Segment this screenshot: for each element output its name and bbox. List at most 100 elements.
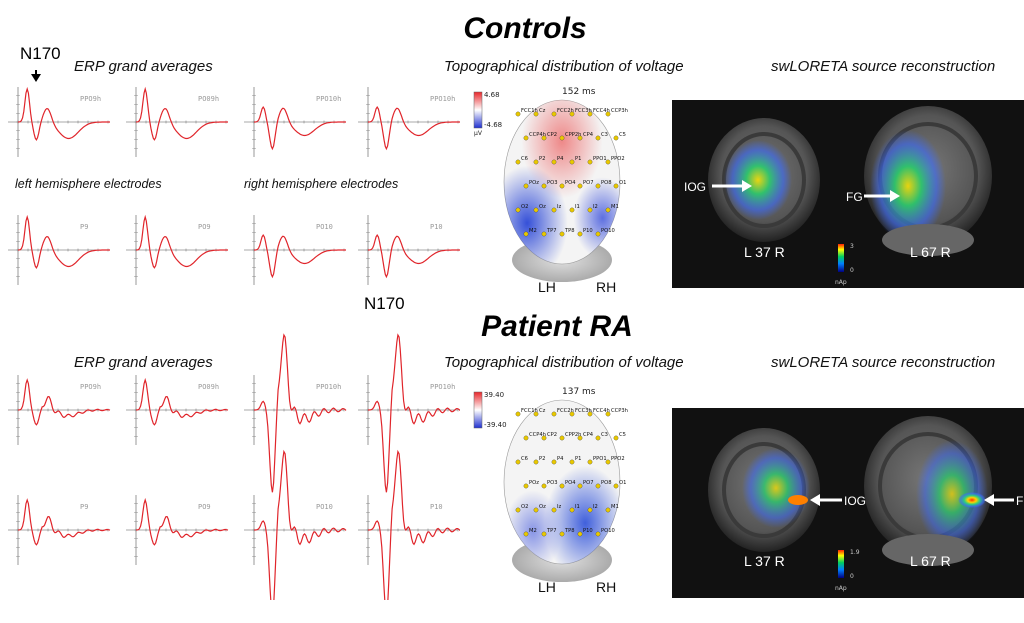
c-dots-electrode	[587, 207, 593, 213]
p-dots-electrode-label: Cz	[539, 408, 546, 414]
p-dots-electrode	[533, 411, 539, 417]
patient-erp-1-2-channel-label: PO10	[316, 503, 333, 511]
p-dots-electrode-label: PO7	[583, 480, 594, 486]
c-dots-electrode	[533, 111, 539, 117]
patient-fg-label: FG	[1016, 494, 1024, 508]
controls-erp-0-0-channel-label: PPO9h	[80, 95, 101, 103]
c-dots-electrode-label: FCC4h	[593, 108, 610, 114]
c-dots-electrode-label: P2	[539, 156, 545, 162]
c-dots-electrode-label: C6	[521, 156, 528, 162]
controls-erp-0-2-trace	[254, 105, 346, 151]
p-dots-electrode	[551, 507, 557, 513]
patient-cbar-unit: nAp	[835, 585, 847, 592]
controls-fg-label: FG	[846, 190, 863, 204]
patient-lh-label: LH	[538, 579, 556, 595]
patient-erp-1-3-channel-label: P10	[430, 503, 443, 511]
c-dots-electrode	[559, 135, 565, 141]
c-dots-electrode-label: CCP3h	[611, 108, 628, 114]
c-dots-electrode-label: CCP4h	[529, 132, 546, 138]
p-dots-electrode	[559, 483, 565, 489]
c-dots-electrode	[595, 135, 601, 141]
c-dots-electrode	[605, 159, 611, 165]
p-dots-electrode-label: O2	[521, 504, 528, 510]
c-dots-electrode-label: CP2	[547, 132, 557, 138]
controls-cbar-max: 3	[850, 243, 854, 250]
c-dots-electrode	[587, 111, 593, 117]
p-dots-electrode	[569, 411, 575, 417]
p-dots-electrode-label: FCC4h	[593, 408, 610, 414]
c-dots-electrode-label: I1	[575, 204, 580, 210]
controls-title: Controls	[463, 12, 587, 45]
patient-scale-max: 39.40	[484, 391, 504, 399]
patient-erp-1-1-trace	[135, 497, 229, 546]
patient-slice2-label: L 67 R	[910, 553, 951, 569]
controls-erp-1-3-trace	[368, 233, 460, 279]
controls-topo-title: Topographical distribution of voltage	[444, 58, 684, 75]
c-dots-electrode-label: PPO1	[593, 156, 607, 162]
controls-iog-label: IOG	[684, 180, 706, 194]
p-dots-electrode	[551, 411, 557, 417]
p-dots-electrode-label: PO4	[565, 480, 576, 486]
patient-colorbar	[838, 550, 844, 578]
patient-color-scale	[473, 391, 483, 429]
p-dots-electrode-label: C6	[521, 456, 528, 462]
c-dots-electrode	[605, 111, 611, 117]
controls-slice1-label: L 37 R	[744, 244, 785, 260]
p-dots-electrode	[577, 435, 583, 441]
controls-slice2-label: L 67 R	[910, 244, 951, 260]
c-dots-electrode	[523, 183, 529, 189]
c-dots-electrode	[569, 111, 575, 117]
p-dots-electrode	[551, 459, 557, 465]
patient-erp-0-0-trace	[17, 378, 111, 426]
c-dots-electrode-label: C3	[601, 132, 608, 138]
patient-erp-0-3-trace	[368, 333, 460, 493]
p-dots-electrode-label: I1	[575, 504, 580, 510]
p-dots-electrode	[605, 411, 611, 417]
p-dots-electrode-label: CCP4h	[529, 432, 546, 438]
controls-loreta-panel: IOG FG L 37 R L 67 R 3 0 nAp	[672, 100, 1024, 288]
c-dots-electrode	[587, 159, 593, 165]
controls-erp-1-0-trace	[17, 214, 110, 269]
p-dots-electrode-label: CP2	[547, 432, 557, 438]
controls-scale-unit: µV	[474, 130, 483, 137]
c-dots-electrode-label: M1	[611, 204, 619, 210]
c-dots-electrode	[551, 159, 557, 165]
p-dots-electrode-label: Iz	[557, 504, 562, 510]
controls-erp-0-3-trace	[368, 105, 460, 151]
p-dots-electrode-label: FCC1h	[521, 408, 538, 414]
p-dots-electrode-label: P2	[539, 456, 545, 462]
c-dots-electrode	[559, 231, 565, 237]
c-dots-electrode	[577, 183, 583, 189]
c-dots-electrode	[569, 207, 575, 213]
p-dots-electrode	[515, 411, 521, 417]
c-dots-electrode-label: FCC1h	[521, 108, 538, 114]
patient-erp-0-3-channel-label: PPO10h	[430, 383, 455, 391]
patient-topo-title: Topographical distribution of voltage	[444, 354, 684, 371]
p-dots-electrode-label: PO10	[601, 528, 615, 534]
c-dots-electrode	[551, 111, 557, 117]
c-dots-electrode	[577, 231, 583, 237]
c-dots-electrode	[613, 183, 619, 189]
c-dots-electrode	[515, 207, 521, 213]
p-dots-electrode-label: PPO1	[593, 456, 607, 462]
p-dots-electrode-label: TP7	[546, 528, 557, 534]
c-dots-electrode-label: PO8	[601, 180, 612, 186]
c-dots-electrode-label: PO10	[601, 228, 615, 234]
controls-erp-1-0-channel-label: P9	[80, 223, 88, 231]
p-dots-electrode	[569, 459, 575, 465]
c-dots-electrode-label: FCC2h	[557, 108, 574, 114]
patient-topo-time: 137 ms	[562, 387, 596, 397]
c-dots-electrode	[551, 207, 557, 213]
p-dots-electrode-label: P1	[575, 456, 581, 462]
p-dots-electrode-label: O1	[619, 480, 626, 486]
patient-erp-1-1-channel-label: PO9	[198, 503, 211, 511]
c-dots-electrode	[541, 135, 547, 141]
patient-loreta-panel: IOG FG L 37 R L 67 R 1.9 0 nAp	[672, 408, 1024, 598]
p-dots-electrode	[541, 483, 547, 489]
p-dots-electrode-label: CP4	[583, 432, 594, 438]
p-dots-electrode-label: M2	[529, 528, 537, 534]
c-dots-electrode-label: PO3	[547, 180, 558, 186]
controls-rh-label: RH	[596, 279, 616, 295]
